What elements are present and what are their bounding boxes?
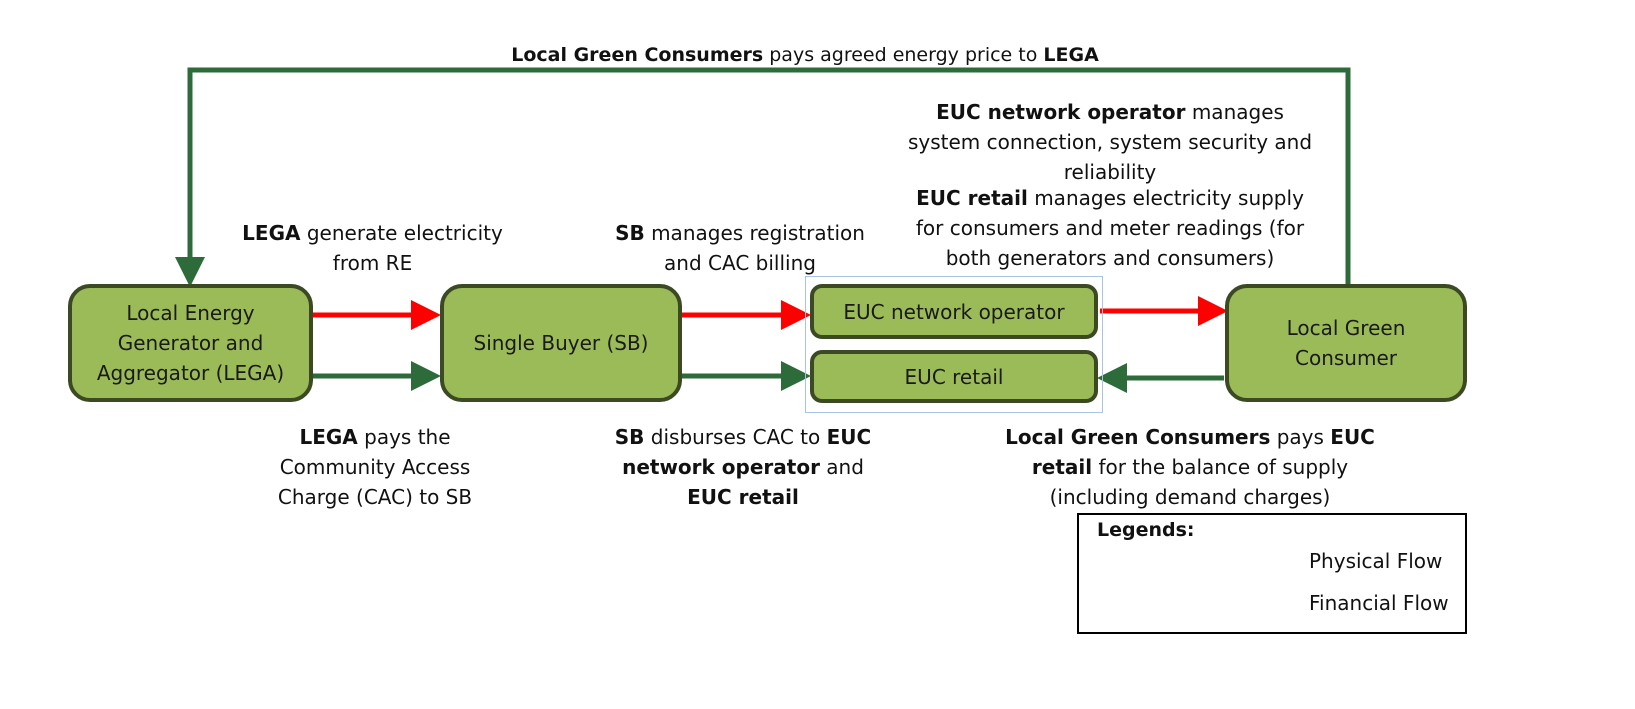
lega-pays-cac-label: LEGA pays the Community Access Charge (C… (270, 422, 480, 512)
sb-disburses-label-bold-network: EUC network operator (622, 425, 872, 479)
lega-generate-label-bold: LEGA (242, 221, 301, 245)
single-buyer-node: Single Buyer (SB) (440, 284, 682, 402)
consumer-pays-retail-label-bold-retail: EUC retail (1031, 425, 1375, 479)
sb-registration-label-text: manages registration and CAC billing (644, 221, 865, 275)
top-payment-label: Local Green Consumers pays agreed energy… (380, 41, 1230, 70)
euc-retail-duties-label: EUC retail manages electricity supply fo… (905, 183, 1315, 273)
lega-generate-label-text: generate electricity from RE (300, 221, 503, 275)
legend-physical-label: Physical Flow (1309, 549, 1443, 573)
euc-retail-duties-label-text: manages electricity supply for consumers… (915, 186, 1305, 270)
sb-disburses-label-bold-retail: EUC retail (687, 485, 799, 509)
legend-financial-label: Financial Flow (1309, 591, 1449, 615)
consumer-pays-retail-label-bold-consumers: Local Green Consumers (1005, 425, 1271, 449)
euc-retail-node-label: EUC retail (904, 364, 1004, 389)
consumer-pays-retail-label: Local Green Consumers pays EUC retail fo… (1005, 422, 1375, 512)
euc-network-duties-label-text: manages system connection, system securi… (907, 100, 1313, 184)
legend-title: Legends: (1097, 519, 1195, 541)
single-buyer-node-label: Single Buyer (SB) (473, 331, 649, 355)
lega-pays-cac-label-text: pays the Community Access Charge (CAC) t… (277, 425, 473, 509)
consumer-pays-retail-label-text2: for the balance of supply (including dem… (1049, 455, 1349, 509)
local-green-consumer-node: Local Green Consumer (1225, 284, 1467, 402)
euc-network-duties-label: EUC network operator manages system conn… (905, 97, 1315, 187)
top-payment-label-bold-lega: LEGA (1043, 44, 1099, 66)
sb-disburses-label: SB disburses CAC to EUC network operator… (612, 422, 874, 512)
sb-registration-label-bold: SB (615, 221, 645, 245)
sb-disburses-label-text1: disburses CAC to (644, 425, 827, 449)
sb-disburses-label-bold-sb: SB (614, 425, 645, 449)
consumer-pays-retail-label-text1: pays (1270, 425, 1331, 449)
consumer-to-lega-payment-arrow (175, 67, 1351, 287)
lega-node: Local Energy Generator and Aggregator (L… (68, 284, 313, 402)
sb-disburses-label-text2: and (819, 455, 864, 479)
euc-retail-node: EUC retail (810, 350, 1098, 403)
top-payment-label-text: pays agreed energy price to (763, 44, 1044, 66)
euc-network-operator-node-label: EUC network operator (843, 299, 1065, 324)
sb-registration-label: SB manages registration and CAC billing (610, 218, 870, 278)
lega-generate-label: LEGA generate electricity from RE (240, 218, 505, 278)
euc-network-duties-label-bold: EUC network operator (936, 100, 1186, 124)
euc-network-operator-node: EUC network operator (810, 284, 1098, 339)
lega-pays-cac-label-bold: LEGA (299, 425, 358, 449)
euc-group-frame (805, 276, 1103, 413)
legend-box: Legends: Physical Flow Financial Flow (1077, 513, 1467, 634)
top-payment-label-bold-consumers: Local Green Consumers (511, 44, 764, 66)
lega-node-label: Local Energy Generator and Aggregator (L… (96, 301, 285, 385)
euc-retail-duties-label-bold: EUC retail (916, 186, 1028, 210)
local-green-consumer-node-label: Local Green Consumer (1286, 316, 1406, 370)
